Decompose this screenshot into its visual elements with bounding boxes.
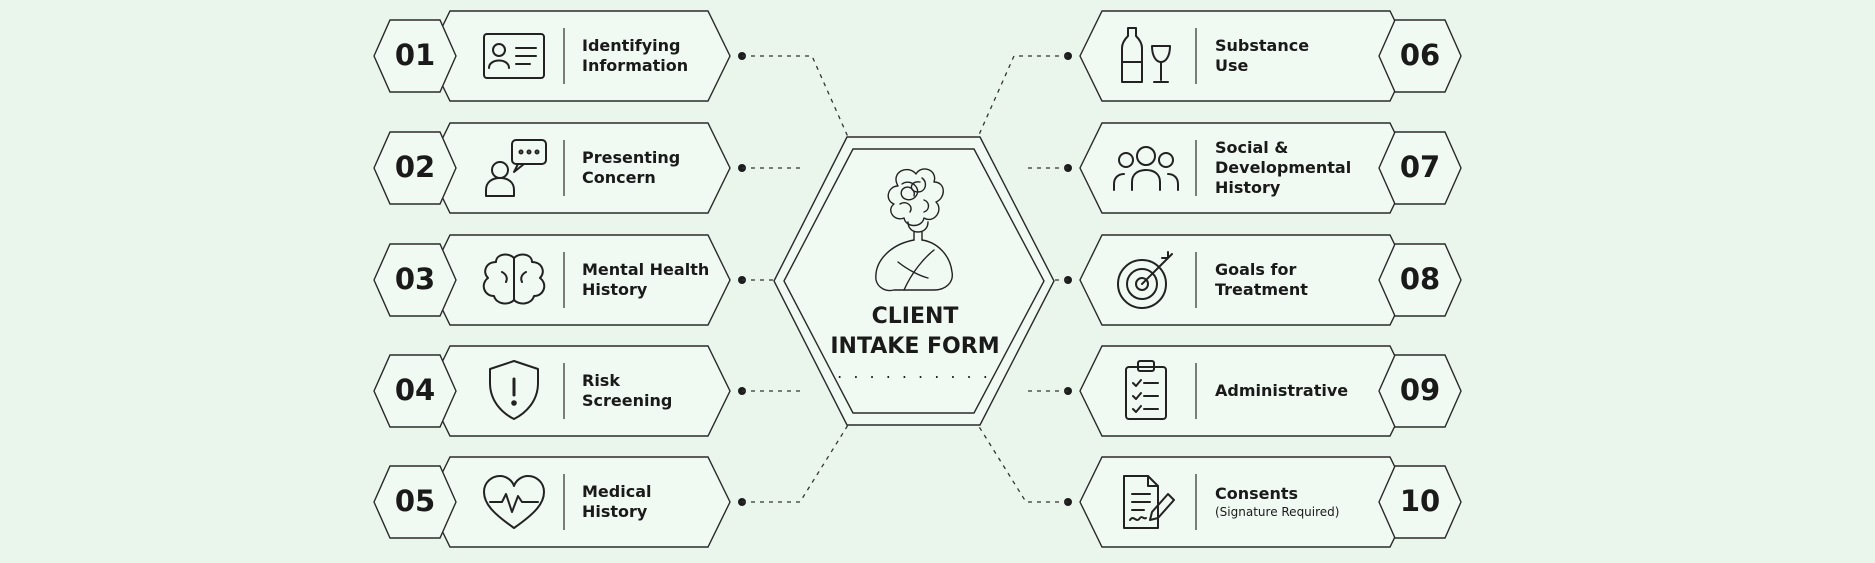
section-card-06 [1079, 10, 1413, 102]
connector-line [742, 55, 849, 138]
section-number-badge-01 [373, 19, 457, 93]
id-card-icon [483, 33, 545, 79]
section-label-line: History [582, 502, 648, 521]
section-label-line: History [1215, 178, 1281, 197]
section-label-line: Goals for [1215, 260, 1297, 279]
section-number: 01 [394, 38, 436, 72]
section-icons [482, 27, 1179, 529]
section-label-line: History [582, 280, 648, 299]
section-number-badge-04 [373, 354, 457, 428]
section-number: 09 [1399, 373, 1441, 407]
section-label-line: Identifying [582, 36, 681, 55]
section-label-line: Administrative [1215, 381, 1349, 400]
section-number: 02 [394, 150, 436, 184]
section-label: Administrative [1215, 381, 1415, 401]
section-label-line: Risk [582, 371, 620, 390]
bottle-glass-icon [1121, 27, 1171, 83]
section-number: 04 [394, 373, 436, 407]
section-number-badge-10 [1378, 465, 1462, 539]
section-label-line: Mental Health [582, 260, 710, 279]
title-line-1: CLIENT [871, 304, 959, 329]
section-number: 05 [394, 484, 436, 518]
center-hexagon-inner [783, 148, 1045, 414]
section-label-line: Concern [582, 168, 656, 187]
clipboard-checklist-icon [1125, 360, 1167, 420]
section-label-line: Presenting [582, 148, 681, 167]
section-number: 08 [1399, 262, 1441, 296]
section-label-line: Use [1215, 56, 1249, 75]
section-number: 06 [1399, 38, 1441, 72]
section-number-badge-08 [1378, 243, 1462, 317]
section-label-subtext: (Signature Required) [1215, 505, 1340, 519]
section-label-line: Medical [582, 482, 652, 501]
section-label-line: Substance [1215, 36, 1310, 55]
connector-line [742, 424, 849, 503]
section-number: 07 [1399, 150, 1441, 184]
shield-alert-icon [489, 360, 539, 420]
section-number: 10 [1399, 484, 1441, 518]
section-number: 03 [394, 262, 436, 296]
person-speech-bubble-icon [485, 139, 547, 197]
section-label-line: Social & [1215, 138, 1289, 157]
section-label-line: Developmental [1215, 158, 1352, 177]
section-card-10 [1079, 456, 1413, 548]
connector-line [977, 55, 1068, 138]
section-number-badge-07 [1378, 131, 1462, 205]
section-label: Consents (Signature Required) [1215, 484, 1415, 520]
tangled-thoughts-person-icon [875, 168, 953, 292]
title-line-2: INTAKE FORM [830, 334, 1000, 359]
center-hexagon: . . . . . . . . . . [773, 136, 1055, 426]
section-card-09 [1079, 345, 1413, 437]
connectors [738, 52, 1072, 506]
center-dots: . . . . . . . . . . [837, 363, 991, 382]
group-of-people-icon [1113, 146, 1179, 191]
section-card-07 [1079, 122, 1413, 214]
section-label-line: Consents [1215, 484, 1299, 503]
page-title: CLIENT INTAKE FORM [785, 302, 1045, 362]
section-number-badge-02 [373, 131, 457, 205]
section-label-line: Treatment [1215, 280, 1308, 299]
document-pen-icon [1123, 475, 1175, 529]
section-number-badge-03 [373, 243, 457, 317]
section-label-line: Information [582, 56, 689, 75]
section-number-badge-05 [373, 465, 457, 539]
section-number-badge-09 [1378, 354, 1462, 428]
target-arrow-icon [1117, 251, 1173, 309]
brain-icon [482, 253, 546, 305]
section-number-badge-06 [1378, 19, 1462, 93]
connector-line [977, 424, 1068, 503]
heartbeat-icon [483, 475, 545, 529]
section-label-line: Screening [582, 391, 673, 410]
